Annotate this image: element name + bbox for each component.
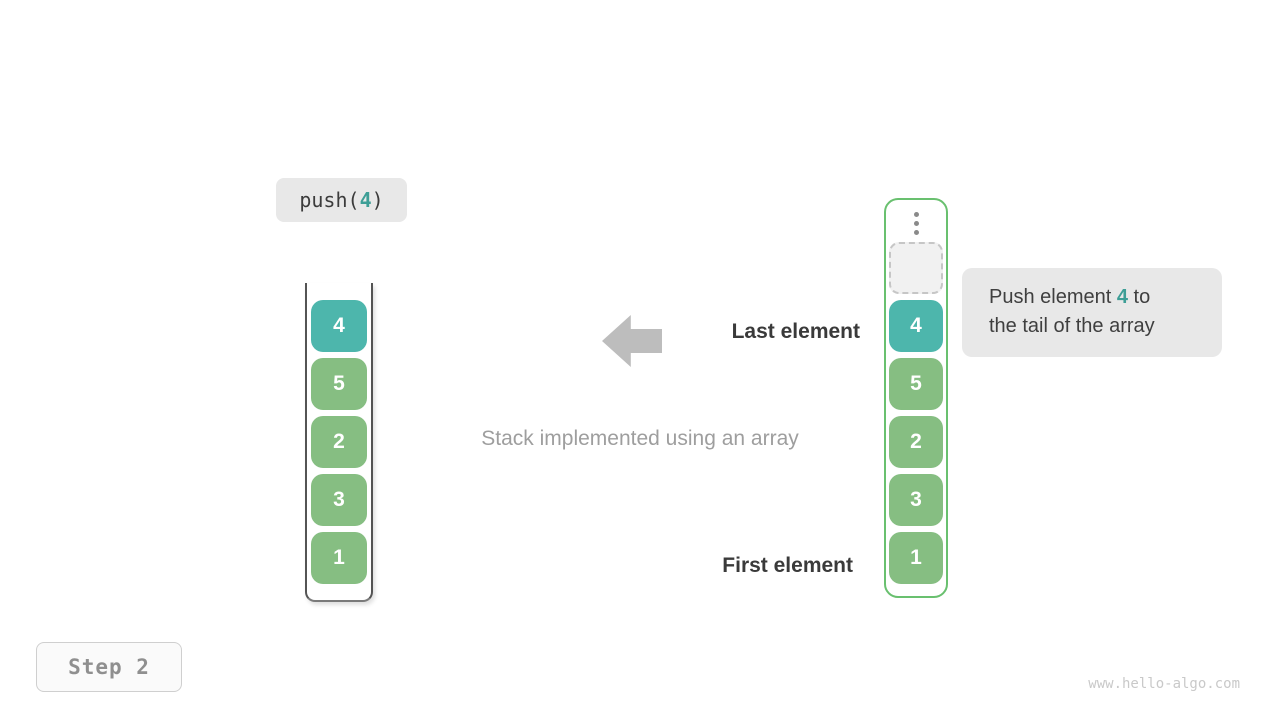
push-call-close: ) (371, 188, 384, 212)
push-arg-value: 4 (359, 188, 372, 212)
array-cell: 1 (889, 532, 943, 584)
tooltip-text: Push element (989, 286, 1117, 308)
tooltip-text: to (1127, 286, 1151, 308)
array-cell: 2 (889, 416, 943, 468)
ellipsis-icon (913, 210, 919, 236)
array-container-right: 4 5 2 3 1 (884, 198, 948, 598)
stack-container-left: 4 5 2 3 1 (305, 283, 373, 602)
last-element-label: Last element (731, 320, 860, 343)
first-element-label: First element (722, 554, 853, 577)
push-call-chip: push(4) (276, 178, 407, 222)
step-badge: Step 2 (36, 642, 182, 692)
stack-cell: 3 (311, 474, 367, 526)
tooltip-callout: Push element 4 to the tail of the array (962, 268, 1222, 357)
push-call-text: push( (299, 188, 360, 212)
tooltip-value: 4 (1116, 286, 1128, 308)
stack-cell: 1 (311, 532, 367, 584)
stack-cell: 5 (311, 358, 367, 410)
array-cell: 4 (889, 300, 943, 352)
array-cell: 3 (889, 474, 943, 526)
placeholder-cell (889, 242, 943, 294)
stack-cell: 2 (311, 416, 367, 468)
tooltip-text: the tail of the array (989, 315, 1155, 337)
diagram-caption: Stack implemented using an array (481, 427, 799, 450)
stack-cell: 4 (311, 300, 367, 352)
array-cell: 5 (889, 358, 943, 410)
watermark: www.hello-algo.com (1088, 676, 1240, 692)
